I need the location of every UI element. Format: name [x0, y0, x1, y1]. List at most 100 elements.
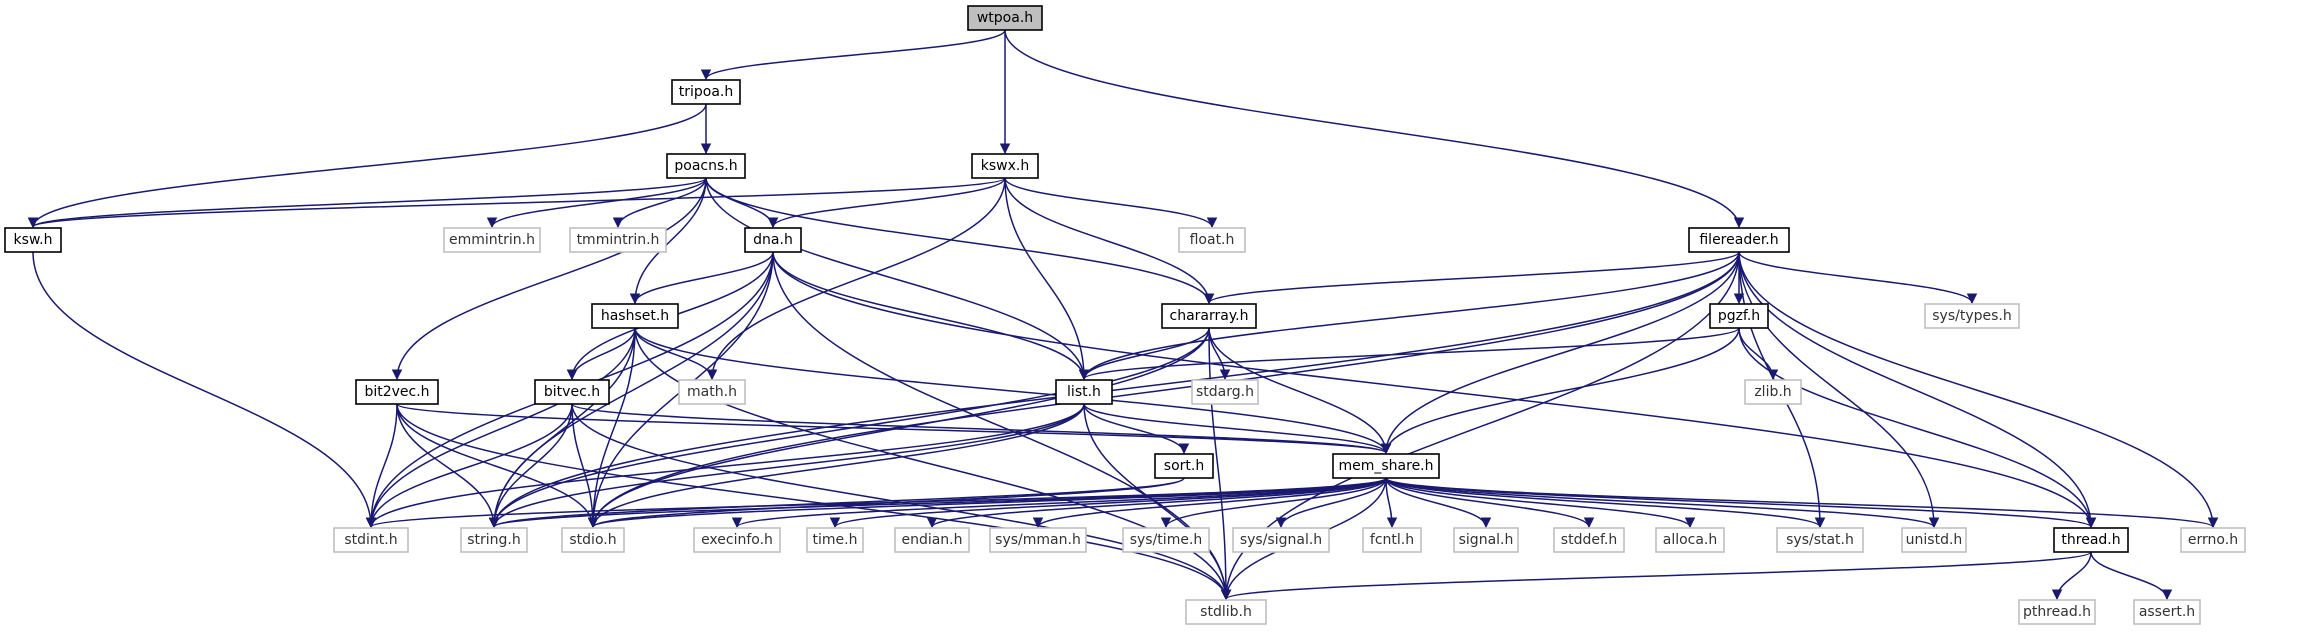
node-box-tmmintrin — [569, 227, 667, 253]
node-kswx[interactable]: kswx.h — [971, 153, 1039, 179]
node-time: time.h — [806, 527, 864, 553]
node-box-math — [678, 379, 746, 405]
edge-bitvec-to-stdio — [571, 403, 599, 529]
edge-memshare-to-time — [829, 477, 1387, 529]
node-label-execinfo: execinfo.h — [701, 532, 773, 548]
edge-chararray-to-stdio — [587, 327, 1210, 529]
edge-filereader-to-unistd — [1738, 251, 1940, 529]
node-sysstat: sys/stat.h — [1776, 527, 1864, 553]
node-label-sysstat: sys/stat.h — [1786, 532, 1854, 548]
node-list[interactable]: list.h — [1055, 379, 1113, 405]
node-wtpoa[interactable]: wtpoa.h — [967, 5, 1043, 31]
node-box-string — [460, 527, 528, 553]
node-label-kswx: kswx.h — [981, 158, 1029, 174]
node-label-sysmman: sys/mman.h — [995, 532, 1081, 548]
edge-kswx-to-dna — [767, 177, 1006, 229]
node-label-math: math.h — [687, 384, 737, 400]
node-label-poacns: poacns.h — [674, 158, 737, 174]
edge-poacns-to-emmintrin — [486, 177, 707, 229]
edge-kswx-to-floath — [1004, 177, 1218, 229]
edge-memshare-to-thread — [1385, 477, 2096, 529]
node-label-zlib: zlib.h — [1754, 384, 1791, 400]
node-box-memshare — [1332, 453, 1440, 479]
node-bit2vec[interactable]: bit2vec.h — [355, 379, 439, 405]
node-sort[interactable]: sort.h — [1154, 453, 1214, 479]
edge-hashset-to-string — [488, 327, 636, 529]
edge-pgzf-to-memshare — [1380, 327, 1740, 455]
node-filereader[interactable]: filereader.h — [1688, 227, 1790, 253]
node-box-bit2vec — [355, 379, 439, 405]
node-box-chararray — [1161, 303, 1257, 329]
node-box-stddef — [1553, 527, 1625, 553]
edge-kswx-to-math — [706, 177, 1006, 381]
node-box-hashset — [591, 303, 679, 329]
edge-list-to-stdio — [587, 403, 1085, 529]
edge-hashset-to-stdio — [587, 327, 636, 529]
node-label-signal: signal.h — [1459, 532, 1514, 548]
node-label-list: list.h — [1067, 384, 1101, 400]
edge-chararray-to-stdlib — [1208, 327, 1232, 601]
node-label-filereader: filereader.h — [1699, 232, 1778, 248]
node-label-floath: float.h — [1190, 232, 1235, 248]
edge-bit2vec-to-stdlib — [396, 403, 1232, 601]
edge-list-to-stdlib — [1083, 403, 1232, 601]
edge-memshare-to-stdio — [588, 477, 1387, 529]
node-pgzf[interactable]: pgzf.h — [1709, 303, 1769, 329]
node-ksw[interactable]: ksw.h — [4, 227, 62, 253]
node-box-sort — [1154, 453, 1214, 479]
node-systypes: sys/types.h — [1924, 303, 2020, 329]
node-label-tmmintrin: tmmintrin.h — [577, 232, 660, 248]
node-label-bitvec: bitvec.h — [544, 384, 600, 400]
node-hashset[interactable]: hashset.h — [591, 303, 679, 329]
edge-pgzf-to-list — [1079, 327, 1740, 381]
node-poacns[interactable]: poacns.h — [666, 153, 746, 179]
node-label-pthread: pthread.h — [2023, 604, 2091, 620]
edge-filereader-to-memshare — [1380, 251, 1740, 455]
node-label-errno: errno.h — [2188, 532, 2238, 548]
node-box-time — [806, 527, 864, 553]
node-label-systypes: sys/types.h — [1932, 308, 2011, 324]
edge-poacns-to-tmmintrin — [612, 177, 707, 229]
edge-thread-to-pthread — [2051, 551, 2092, 601]
node-label-systime: sys/time.h — [1130, 532, 1203, 548]
node-box-pgzf — [1709, 303, 1769, 329]
node-label-emmintrin: emmintrin.h — [449, 232, 535, 248]
node-tripoa[interactable]: tripoa.h — [671, 79, 741, 105]
edge-bit2vec-to-string — [396, 403, 500, 529]
node-label-unistd: unistd.h — [1906, 532, 1963, 548]
node-label-fcntl: fcntl.h — [1370, 532, 1414, 548]
node-box-signal — [1453, 527, 1519, 553]
node-label-thread: thread.h — [2061, 532, 2120, 548]
node-box-zlib — [1744, 379, 1802, 405]
node-signal: signal.h — [1453, 527, 1519, 553]
node-box-unistd — [1901, 527, 1967, 553]
node-bitvec[interactable]: bitvec.h — [534, 379, 610, 405]
node-thread[interactable]: thread.h — [2053, 527, 2129, 553]
node-box-fcntl — [1362, 527, 1422, 553]
node-box-sysstat — [1776, 527, 1864, 553]
edge-filereader-to-thread — [1738, 251, 2097, 529]
node-emmintrin: emmintrin.h — [443, 227, 541, 253]
edge-memshare-to-signal — [1385, 477, 1492, 529]
node-stdint: stdint.h — [333, 527, 409, 553]
node-label-alloca: alloca.h — [1663, 532, 1718, 548]
node-label-time: time.h — [813, 532, 858, 548]
edge-memshare-to-systime — [1160, 477, 1387, 529]
edge-list-to-string — [488, 403, 1085, 529]
node-dna[interactable]: dna.h — [744, 227, 802, 253]
edge-memshare-to-sysstat — [1385, 477, 1826, 529]
node-chararray[interactable]: chararray.h — [1161, 303, 1257, 329]
nodes-layer: wtpoa.h tripoa.h poacns.h kswx.h ksw.h emmint… — [4, 5, 2246, 625]
edge-kswx-to-list — [1004, 177, 1090, 381]
edge-poacns-to-ksw — [28, 177, 707, 229]
node-unistd: unistd.h — [1901, 527, 1967, 553]
node-memshare[interactable]: mem_share.h — [1332, 453, 1440, 479]
edge-dna-to-thread — [772, 251, 2097, 529]
edge-kswx-to-ksw — [28, 177, 1006, 229]
node-label-wtpoa: wtpoa.h — [977, 10, 1033, 26]
node-endian: endian.h — [894, 527, 970, 553]
node-box-stdlib — [1185, 599, 1267, 625]
node-label-tripoa: tripoa.h — [679, 84, 734, 100]
node-sysmman: sys/mman.h — [989, 527, 1087, 553]
